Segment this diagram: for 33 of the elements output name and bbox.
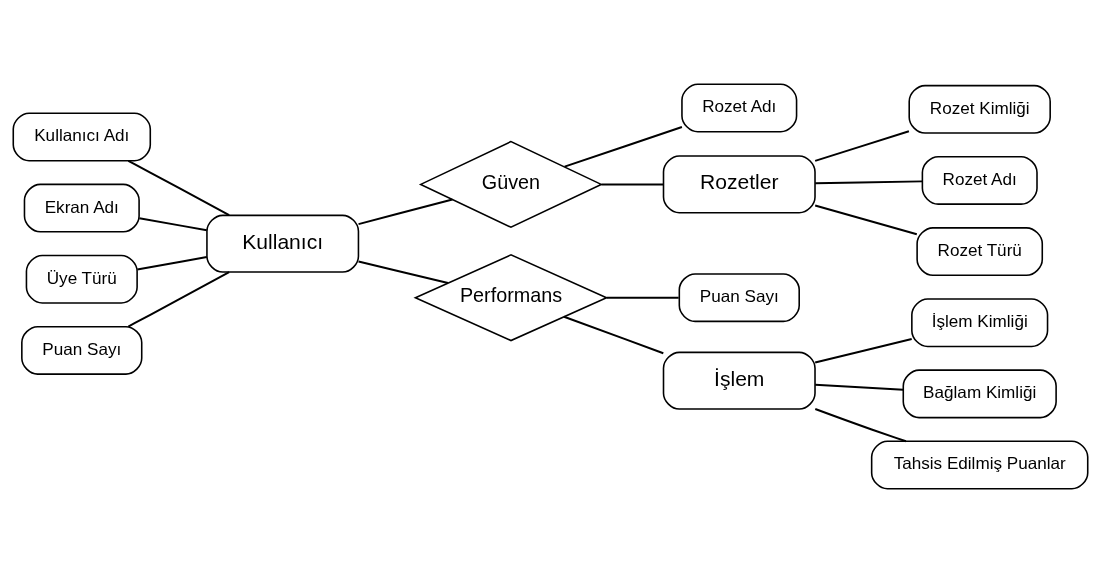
connector <box>127 159 231 216</box>
connector <box>814 337 913 363</box>
connector <box>127 270 231 328</box>
connector <box>814 204 918 235</box>
node-box: Rozet Adı <box>921 155 1038 205</box>
connector <box>814 383 905 391</box>
node-box: Puan Sayı <box>21 325 143 375</box>
connector <box>136 255 208 270</box>
node-box: Tahsis Edilmiş Puanlar <box>870 440 1089 490</box>
node-box: Rozetler <box>662 154 816 213</box>
node-box: Bağlam Kimliği <box>902 368 1057 418</box>
connector <box>357 197 454 225</box>
connector <box>814 407 907 442</box>
connector <box>814 179 924 184</box>
node-box: İşlem <box>662 351 816 410</box>
node-box: Puan Sayı <box>678 272 800 322</box>
connector <box>563 125 683 168</box>
connector <box>605 296 680 299</box>
connector <box>563 315 665 354</box>
connector <box>600 182 665 185</box>
connector <box>814 129 910 162</box>
node-box: Rozet Kimliği <box>908 84 1051 134</box>
node-box: Ekran Adı <box>23 183 140 233</box>
node-diamond: Güven <box>418 140 604 228</box>
node-box: Kullanıcı Adı <box>12 111 152 161</box>
node-box: Üye Türü <box>25 254 138 304</box>
node-box: İşlem Kimliği <box>911 297 1049 347</box>
node-box: Kullanıcı <box>206 214 360 273</box>
connector <box>138 216 208 231</box>
node-box: Rozet Türü <box>916 226 1044 276</box>
connector <box>357 260 449 284</box>
node-diamond: Performans <box>413 253 609 341</box>
node-box: Rozet Adı <box>681 82 798 132</box>
